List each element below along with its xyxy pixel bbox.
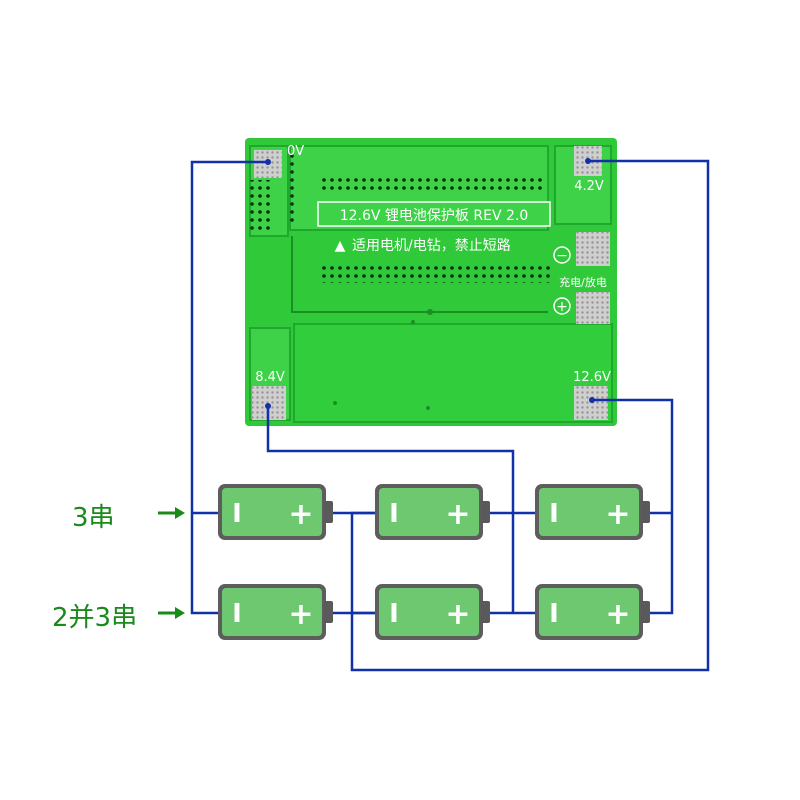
battery-body — [379, 588, 479, 636]
battery-cell: I+ — [535, 584, 650, 640]
battery-minus-mark: I — [232, 499, 242, 529]
battery-minus-mark: I — [232, 599, 242, 629]
pad-12v6-dots — [574, 386, 608, 420]
wire-dot — [265, 159, 271, 165]
battery-body — [539, 588, 639, 636]
wires — [190, 159, 710, 672]
battery-minus-mark: I — [389, 499, 399, 529]
pad-label-0v: 0V — [287, 144, 304, 159]
warning-icon: ▲ — [335, 238, 346, 254]
plus-terminal-icon — [553, 297, 571, 315]
battery-plus-mark: + — [605, 597, 630, 632]
wire-8v4 — [266, 404, 537, 615]
battery-cell: I+ — [375, 584, 490, 640]
battery-body — [222, 488, 322, 536]
pcb-via — [426, 406, 430, 410]
pcb-via — [427, 309, 433, 315]
wire-dot — [585, 158, 591, 164]
wire-0v — [190, 160, 270, 615]
wire-12v6 — [590, 398, 674, 615]
warning-text: 适用电机/电钻，禁止短路 — [352, 238, 511, 254]
pad-label-12v6: 12.6V — [573, 370, 611, 385]
row2-arrow-icon — [158, 607, 185, 619]
battery-minus-mark: I — [549, 599, 559, 629]
battery-array: I+I+I+I+I+I+ — [218, 484, 650, 640]
battery-body — [539, 488, 639, 536]
plus-symbol: + — [556, 299, 568, 315]
hole-strip-left-b — [288, 150, 298, 222]
battery-plus-mark: + — [288, 497, 313, 532]
minus-symbol: − — [556, 248, 568, 264]
battery-minus-mark: I — [389, 599, 399, 629]
battery-cell: I+ — [375, 484, 490, 540]
battery-cap — [481, 501, 490, 523]
pad-plus-dots — [576, 292, 610, 324]
row2-label: 2并3串 — [52, 603, 138, 633]
board-title-box — [317, 201, 551, 227]
pad-label-8v4: 8.4V — [255, 370, 285, 385]
battery-cell: I+ — [535, 484, 650, 540]
row1-label: 3串 — [72, 503, 115, 533]
hole-strip-left-a — [250, 180, 272, 232]
charge-discharge-label: 充电/放电 — [559, 275, 607, 289]
pad-label-4v2: 4.2V — [574, 179, 604, 194]
battery-minus-mark: I — [549, 499, 559, 529]
row1-arrow-icon — [158, 507, 185, 519]
pcb-via — [333, 401, 337, 405]
hole-strip-top — [318, 174, 544, 191]
battery-body — [222, 588, 322, 636]
battery-plus-mark: + — [445, 497, 470, 532]
board-title: 12.6V 锂电池保护板 REV 2.0 — [340, 208, 529, 224]
battery-cap — [481, 601, 490, 623]
battery-cap — [324, 601, 333, 623]
battery-cap — [641, 501, 650, 523]
battery-cell: I+ — [218, 584, 333, 640]
minus-terminal-icon — [553, 246, 571, 264]
battery-cell: I+ — [218, 484, 333, 540]
pcb-trace — [291, 236, 548, 313]
pad-minus-dots — [576, 232, 610, 266]
battery-body — [379, 488, 479, 536]
battery-plus-mark: + — [445, 597, 470, 632]
battery-cap — [324, 501, 333, 523]
pcb-via — [411, 320, 415, 324]
wire-dot — [589, 397, 595, 403]
battery-plus-mark: + — [288, 597, 313, 632]
battery-cap — [641, 601, 650, 623]
pcb-bottom-panel — [293, 323, 613, 423]
hole-strip-middle — [318, 266, 550, 283]
battery-plus-mark: + — [605, 497, 630, 532]
wire-terminals — [265, 158, 595, 409]
wire-dot — [265, 403, 271, 409]
protection-board: 12.6V 锂电池保护板 REV 2.0 ▲ 适用电机/电钻，禁止短路 − 充电… — [245, 138, 617, 426]
